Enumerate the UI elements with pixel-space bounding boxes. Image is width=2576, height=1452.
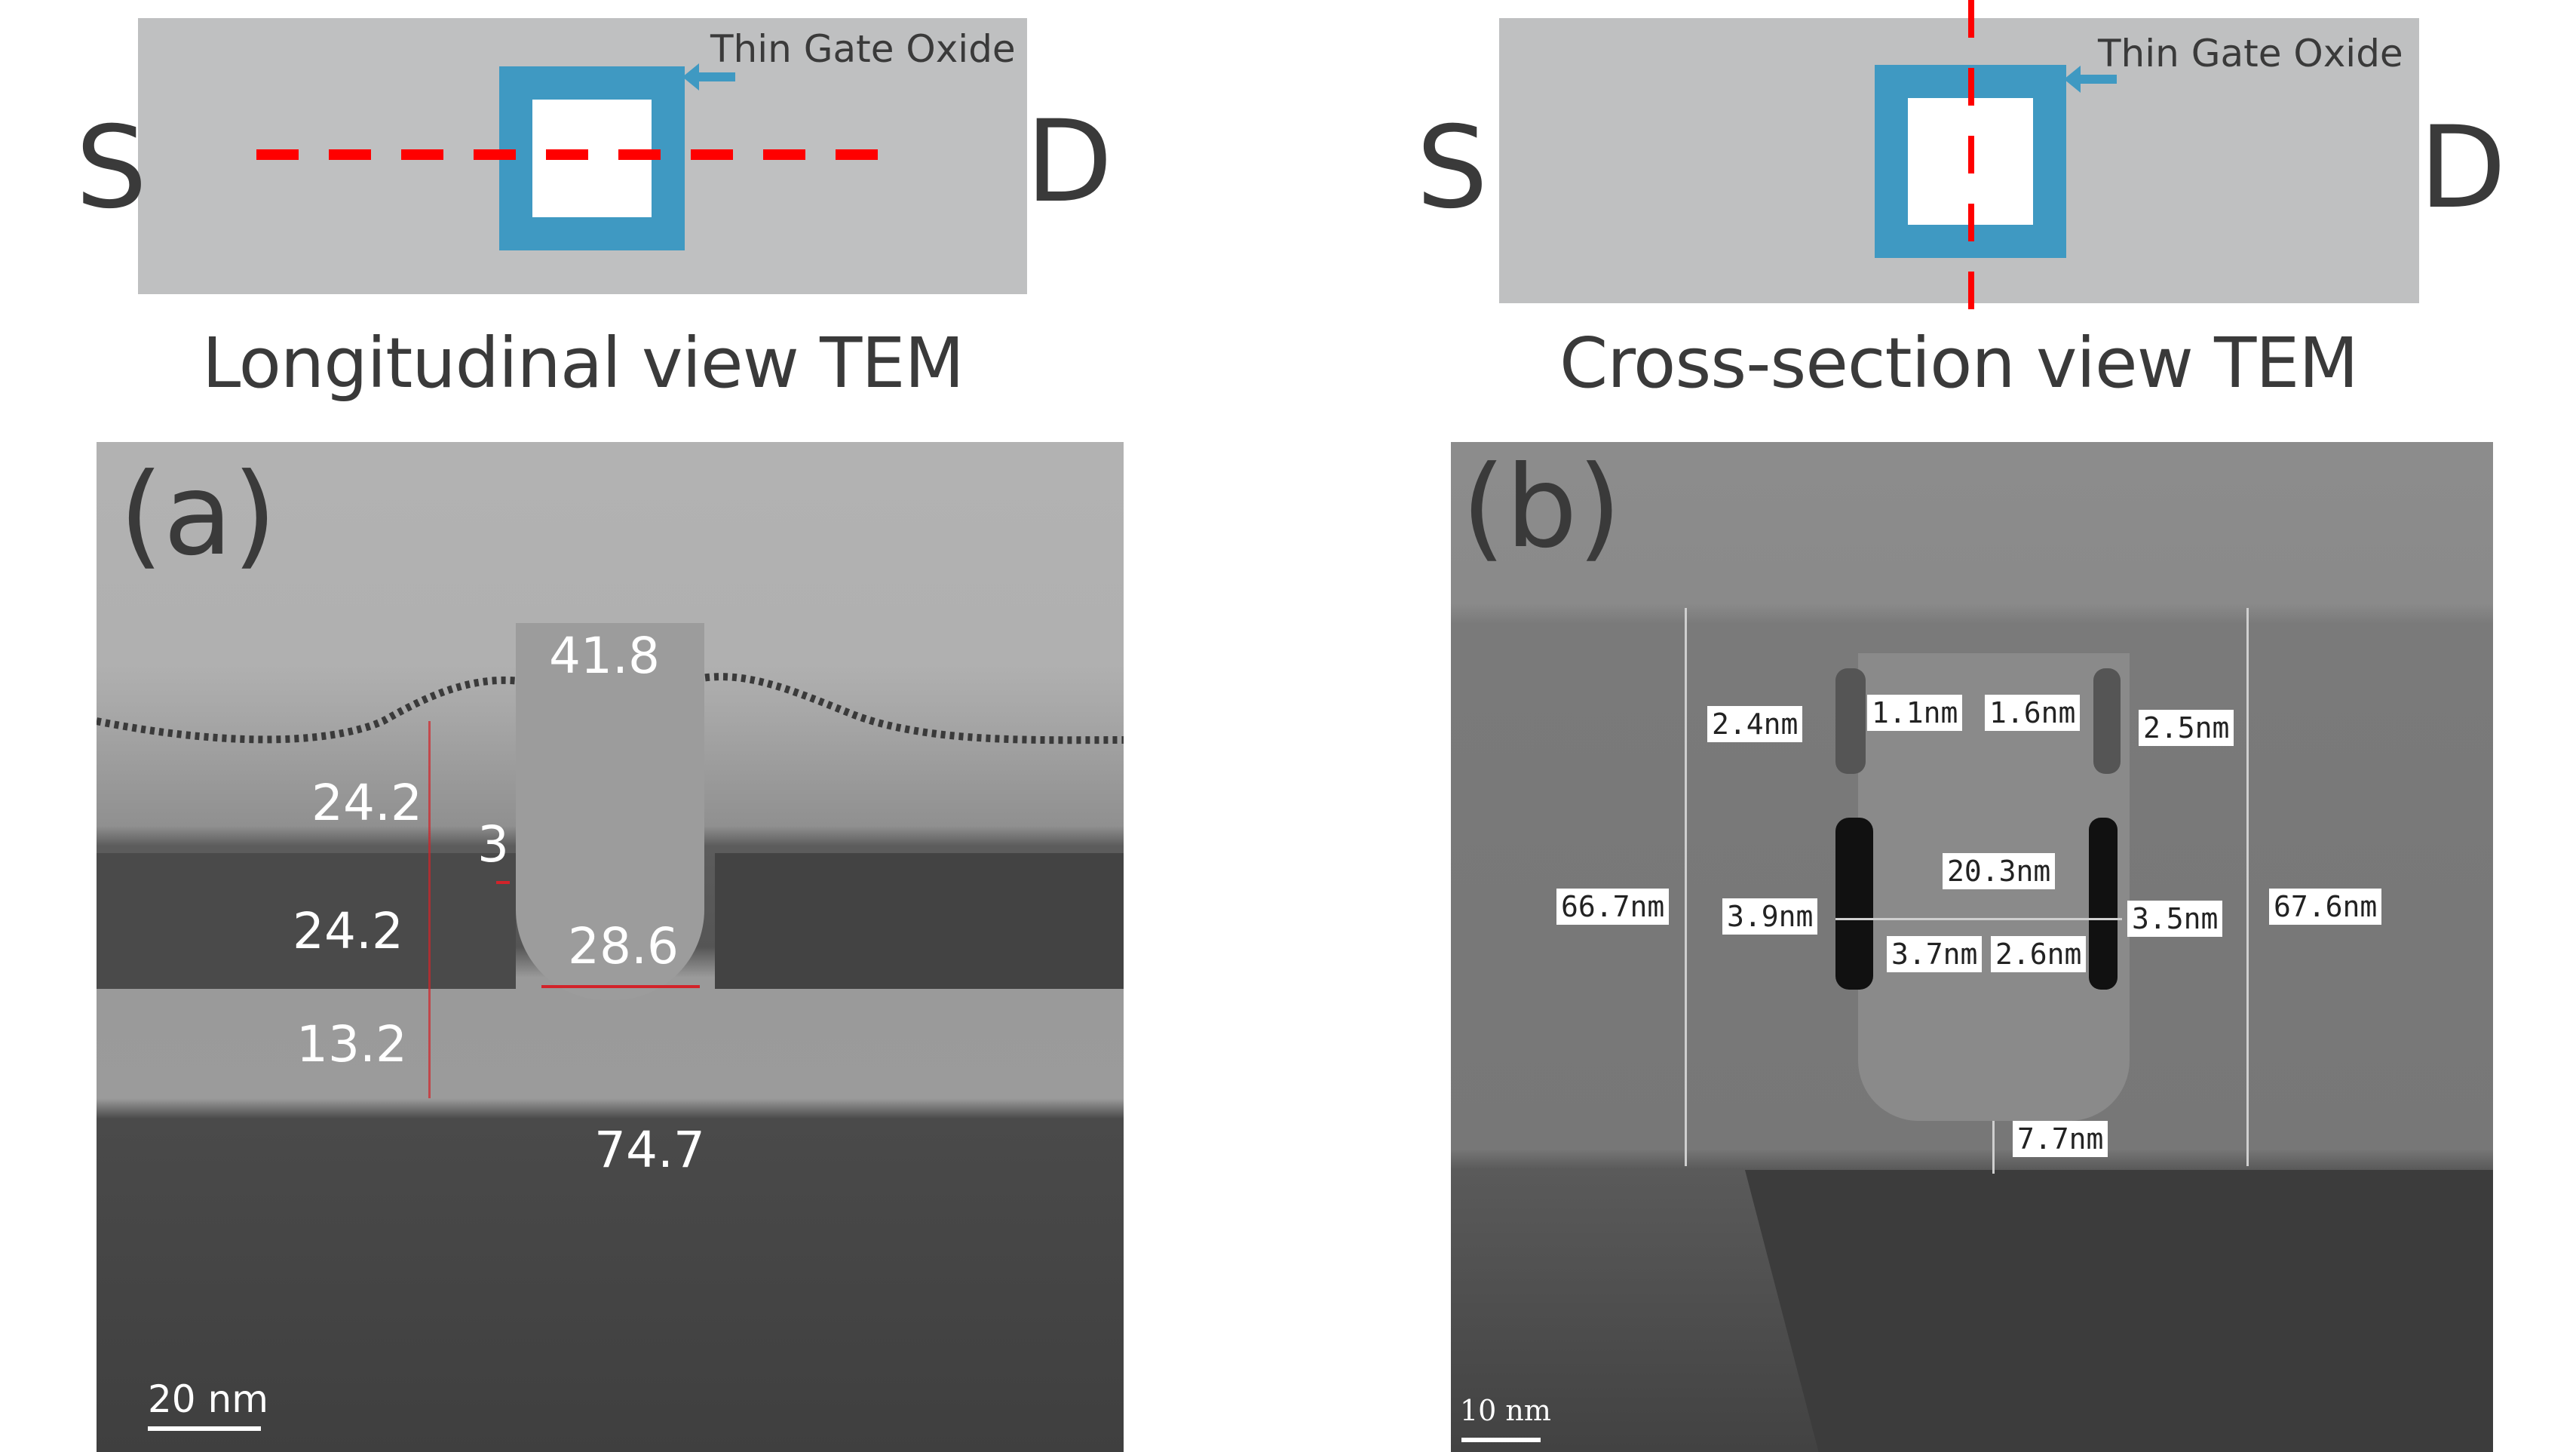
fin-top-left-b [1835,668,1866,774]
measurement-24-2-top: 24.2 [311,774,422,832]
cross-section-oxide-arrow-icon [2064,66,2117,93]
scale-bar-a [148,1426,261,1431]
layer-dark-right-a [715,853,1124,989]
gate-region-a [516,623,704,1000]
longitudinal-cut-line [256,149,905,160]
measure-line-vertical-a [428,721,431,1098]
substrate-region-b [1745,1170,2493,1452]
measure-line-67-6-b [2246,608,2249,1166]
measure-line-3-a [496,881,510,884]
measure-line-66-7-b [1685,608,1687,1166]
cross-section-title: Cross-section view TEM [1559,323,2359,404]
measurement-13-2: 13.2 [296,1015,407,1073]
longitudinal-oxide-arrow-icon [682,63,735,91]
measurement-3-5nm: 3.5nm [2127,901,2223,937]
cross-section-drain-label: D [2419,103,2507,234]
measurement-66-7nm: 66.7nm [1556,889,1670,925]
measure-line-20-3-b [1835,918,2122,920]
measurement-2-5nm: 2.5nm [2139,710,2234,746]
measure-line-7-7-b [1992,1121,1995,1174]
cross-section-source-label: S [1416,103,1489,234]
measurement-3-9nm: 3.9nm [1722,898,1818,935]
measurement-24-2-mid: 24.2 [293,902,403,960]
scale-bar-label-b: 10 nm [1460,1394,1551,1427]
panel-label-b: (b) [1461,442,1622,573]
measurement-7-7nm: 7.7nm [2013,1121,2108,1157]
measurement-41-8: 41.8 [549,627,660,685]
measurement-2-6nm: 2.6nm [1991,936,2087,972]
gate-contour-a [97,673,1124,744]
fin-right-b [2089,818,2118,990]
measurement-1-6nm: 1.6nm [1985,695,2081,731]
tem-image-a: (a) 41.8 24.2 3 24.2 28.6 13.2 74.7 20 n… [97,442,1124,1452]
tem-image-b: (b) 2.4nm 1.1nm 1.6nm 2.5nm 20.3nm 66.7n… [1451,442,2493,1452]
longitudinal-title: Longitudinal view TEM [202,323,964,404]
layer-dark-left-a [97,853,516,989]
measurement-1-1nm: 1.1nm [1867,695,1963,731]
longitudinal-source-label: S [75,103,148,234]
panel-label-a: (a) [119,450,277,581]
cross-section-oxide-label: Thin Gate Oxide [2098,32,2403,75]
measure-line-28-6-a [541,985,700,988]
scale-bar-b [1461,1438,1541,1442]
measurement-2-4nm: 2.4nm [1707,706,1803,742]
fin-top-right-b [2093,668,2121,774]
measurement-28-6: 28.6 [568,917,679,975]
measurement-3: 3 [477,815,509,873]
longitudinal-oxide-label: Thin Gate Oxide [710,27,1016,71]
measurement-20-3nm: 20.3nm [1943,853,2056,889]
cross-section-cut-line [1968,0,1974,324]
measurement-67-6nm: 67.6nm [2269,889,2382,925]
measurement-3-7nm: 3.7nm [1887,936,1983,972]
scale-bar-label-a: 20 nm [148,1377,268,1421]
longitudinal-drain-label: D [1026,97,1113,228]
fin-left-b [1835,818,1873,990]
measurement-74-7: 74.7 [594,1121,705,1179]
